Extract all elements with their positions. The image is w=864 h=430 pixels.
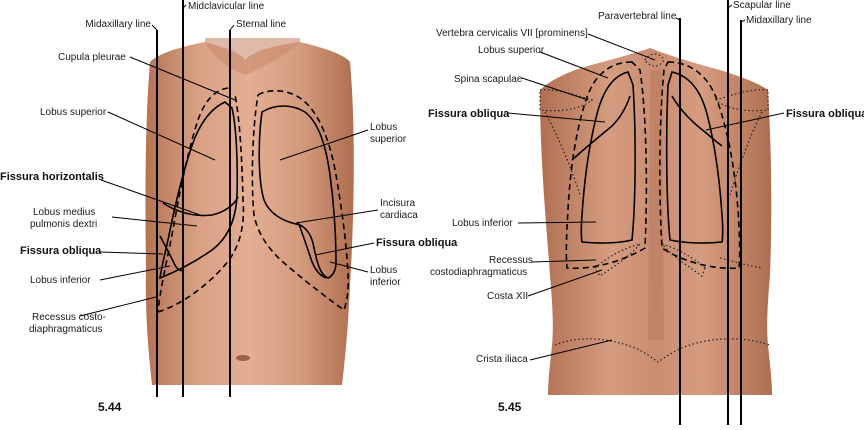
pleura-left-dashed [251,89,350,312]
label-fissura-obliqua-back-right: Fissura obliqua [786,108,864,120]
neck-shadow [205,38,300,75]
leader-fissura-horizontalis [100,179,204,217]
label-crista-iliaca: Crista iliaca [476,354,528,365]
leader-spina [521,77,589,101]
label-incisura-line2: cardiaca [380,210,418,221]
leader-fissura-obliqua-back-right [705,112,785,131]
label-spina-scapulae: Spina scapulae [454,74,523,85]
label-lobus-inferior-posterior: Lobus inferior [452,218,513,229]
label-cupula-pleurae: Cupula pleurae [58,52,126,63]
scapula-left-dotted [539,89,594,196]
leader-lobus-inferior-right [329,261,369,273]
leader-fissura-obliqua-left [99,251,164,255]
crista-iliaca-dotted [554,338,771,363]
leader-lobus-inferior-posterior [517,221,597,224]
costa-xii-left-dotted [594,242,642,277]
label-lobus-inferior-left: Lobus inferior [30,275,91,286]
lung-back-left-outline [580,71,636,244]
label-midclavicular-line-anterior: Midclavicular line [188,1,265,12]
leader-lobus-medius [111,216,198,227]
pleura-back-right-dashed [659,61,741,270]
leader-recessus-anterior [79,296,157,317]
label-incisura-line1: Incisura [380,198,415,209]
label-midaxillary-line-anterior: Midaxillary line [85,19,151,30]
leader-incisura-cardiaca [295,209,379,224]
fissura-obliqua-back-left-line [571,95,631,161]
label-lobus-inferior-right-line1: Lobus [370,265,397,276]
label-recessus-anterior-line2: diaphragmaticus [29,324,102,335]
label-fissura-horizontalis: Fissura horizontalis [0,171,104,183]
leader-scapular [727,4,733,9]
leader-lobus-superior-posterior [539,51,609,79]
lung-left-outline [258,105,337,279]
anterior-torso-body [145,42,354,385]
label-lobus-superior-left: Lobus superior [40,107,107,118]
leader-vertebra [587,33,656,61]
leader-midaxillary-posterior [740,19,746,23]
leader-crista [529,339,613,361]
leader-fissura-obliqua-right [314,242,375,256]
leader-fissura-obliqua-back-left [507,112,606,123]
label-sternal-line-anterior: Sternal line [236,19,286,30]
fissura-obliqua-right-line [159,235,185,272]
leader-lobus-superior-left [107,111,216,161]
spine-groove [648,70,664,340]
label-vertebra-cervicalis: Vertebra cervicalis VII [prominens] [436,28,588,39]
leader-midaxillary-anterior [151,24,158,31]
posterior-torso-body [540,48,772,395]
leader-midclavicular-anterior [182,4,187,9]
label-fissura-obliqua-left: Fissura obliqua [20,245,102,257]
label-lobus-medius-line2: pulmonis dextri [30,219,97,230]
label-lobus-inferior-right-line2: inferior [370,277,401,288]
label-costa-xii: Costa XII [487,291,528,302]
fissura-horizontalis-line [162,196,239,217]
label-fissura-obliqua-back-left: Fissura obliqua [428,108,510,120]
umbilicus [236,355,250,361]
figure-anterior: Midaxillary line Midclavicular line Ster… [0,0,458,414]
leader-lobus-inferior-left [99,265,171,281]
costa-xii-right-dotted [660,242,763,277]
leader-paravertebral [675,17,681,21]
scapula-right-dotted [714,89,769,196]
figure-posterior: Paravertebral line Scapular line Midaxil… [428,0,864,425]
leader-lobus-superior-right [279,129,369,161]
leader-cupula [129,56,236,101]
label-recessus-anterior-line1: Recessus costo- [32,312,106,323]
label-recessus-posterior-line1: Recessus [489,255,533,266]
label-fissura-obliqua-right-anterior: Fissura obliqua [376,237,458,249]
label-lobus-superior-right-line1: Lobus [370,122,397,133]
pleura-back-left-dashed [565,61,648,270]
lung-right-outline [159,101,239,280]
leader-recessus-posterior [531,259,597,263]
label-lobus-superior-posterior: Lobus superior [478,45,545,56]
lung-back-right-outline [665,71,724,244]
figure-number-anterior: 5.44 [98,400,122,414]
label-lobus-medius-line1: Lobus medius [33,207,95,218]
label-scapular-line: Scapular line [733,0,791,11]
leader-sternal-anterior [229,24,235,31]
label-lobus-superior-right-line2: superior [370,134,407,145]
incisura-cardiaca-line [297,221,327,279]
figure-number-posterior: 5.45 [498,400,522,414]
label-midaxillary-line-posterior: Midaxillary line [746,15,812,26]
label-paravertebral-line: Paravertebral line [598,11,677,22]
label-recessus-posterior-line2: costodiaphragmaticus [430,267,527,278]
leader-costa [527,269,603,297]
